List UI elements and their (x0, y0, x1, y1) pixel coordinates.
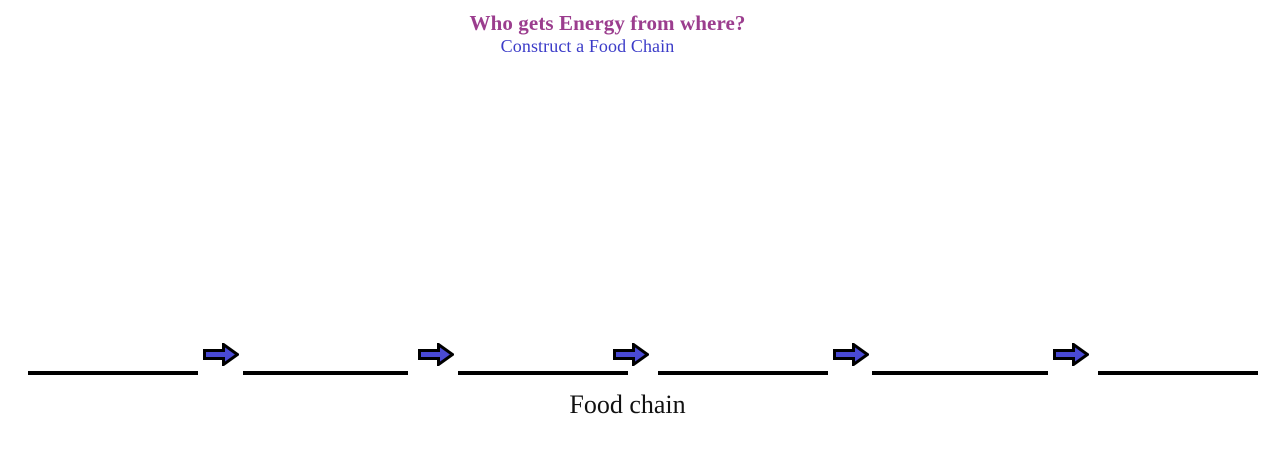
arrow-right-icon-4 (833, 343, 869, 366)
page-title: Who gets Energy from where? (469, 11, 746, 35)
arrow-right-icon-5 (1053, 343, 1089, 366)
arrow-right-icon-1 (203, 343, 239, 366)
page-subtitle: Construct a Food Chain (500, 36, 675, 56)
food-chain-blank-2[interactable] (243, 371, 408, 375)
food-chain-blank-6[interactable] (1098, 371, 1258, 375)
food-chain-blank-4[interactable] (658, 371, 828, 375)
arrow-right-icon-2 (418, 343, 454, 366)
food-chain-caption: Food chain (569, 390, 686, 419)
food-chain-blank-5[interactable] (872, 371, 1048, 375)
food-chain-blank-1[interactable] (28, 371, 198, 375)
food-chain-blank-3[interactable] (458, 371, 628, 375)
arrow-right-icon-3 (613, 343, 649, 366)
